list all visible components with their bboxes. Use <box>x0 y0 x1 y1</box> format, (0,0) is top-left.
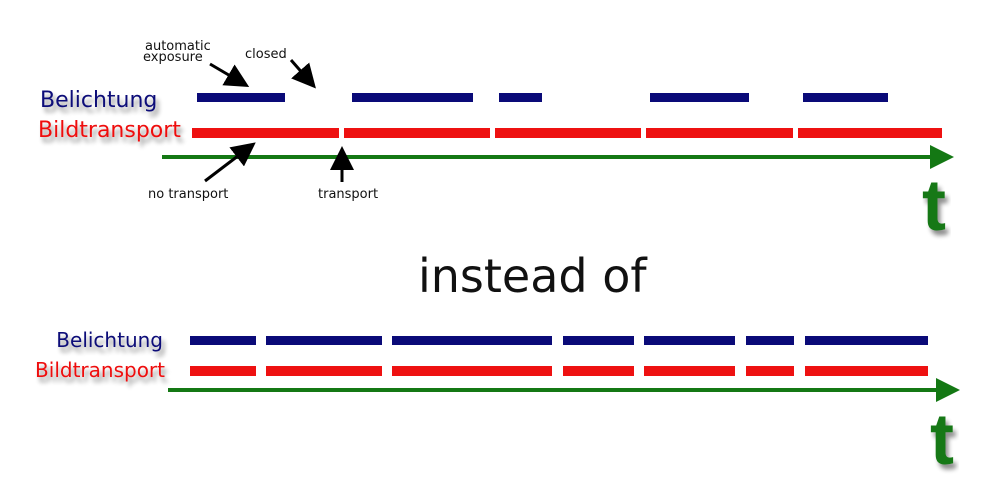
separator-text: instead of <box>418 249 648 303</box>
arrow-closed <box>289 59 316 89</box>
bottom-exposure-segments <box>190 336 928 345</box>
top-exposure-label: Belichtung <box>40 88 157 113</box>
bottom-diagram: Belichtung Bildtransport t <box>35 328 960 480</box>
exposure-segment <box>650 93 749 102</box>
transport-segment <box>192 128 339 138</box>
top-transport-label: Bildtransport <box>38 118 181 143</box>
transport-segment <box>644 366 735 376</box>
annotation-exposure: exposure <box>143 50 203 65</box>
transport-segment <box>798 128 942 138</box>
transport-segment <box>805 366 928 376</box>
exposure-segment <box>563 336 634 345</box>
annotation-automatic: automatic <box>145 39 211 54</box>
transport-segment <box>563 366 634 376</box>
top-axis-label: t <box>922 166 946 246</box>
transport-segment <box>746 366 794 376</box>
exposure-segment <box>392 336 552 345</box>
transport-segment <box>344 128 490 138</box>
arrow-no-transport <box>204 142 256 183</box>
exposure-segment <box>803 93 888 102</box>
annotation-closed: closed <box>245 47 287 62</box>
exposure-segment <box>190 336 256 345</box>
exposure-segment <box>352 93 473 102</box>
exposure-segment <box>644 336 735 345</box>
arrow-automatic-exposure <box>209 62 250 88</box>
top-diagram: Belichtung Bildtransport t automatic exp… <box>38 39 954 246</box>
bottom-transport-label: Bildtransport <box>35 358 165 382</box>
transport-segment <box>190 366 256 376</box>
top-transport-segments <box>192 128 942 138</box>
transport-segment <box>646 128 793 138</box>
annotation-transport: transport <box>318 187 378 202</box>
bottom-axis-label: t <box>930 400 954 480</box>
exposure-segment <box>197 93 285 102</box>
exposure-segment <box>266 336 382 345</box>
annotation-no-transport: no transport <box>148 187 228 202</box>
exposure-segment <box>746 336 794 345</box>
top-exposure-segments <box>197 93 888 102</box>
exposure-segment <box>499 93 542 102</box>
bottom-exposure-label: Belichtung <box>56 328 163 352</box>
exposure-segment <box>805 336 928 345</box>
transport-segment <box>392 366 552 376</box>
transport-segment <box>495 128 641 138</box>
bottom-transport-segments <box>190 366 928 376</box>
transport-segment <box>266 366 382 376</box>
